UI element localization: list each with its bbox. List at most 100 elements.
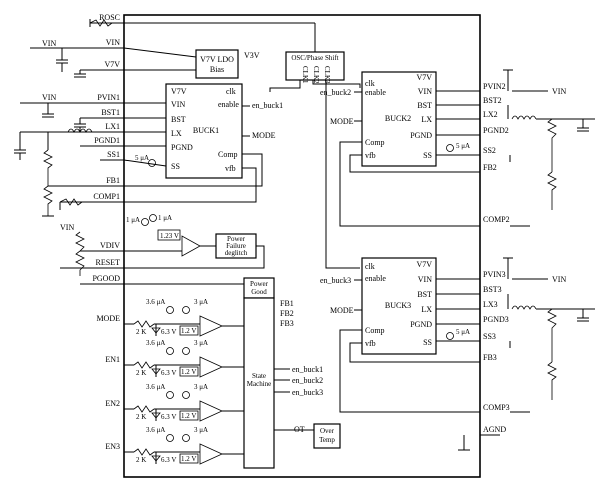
buck3-title: BUCK3: [385, 301, 411, 310]
pin-v7v: V7V: [104, 60, 120, 69]
pin-pvin3: PVIN3: [483, 270, 506, 279]
pin-bst2: BST2: [483, 96, 502, 105]
buck1-ss-source-icon: [148, 159, 156, 167]
buck2-vfb: vfb: [365, 151, 376, 160]
en1-pull-source-icon: [166, 347, 174, 355]
en3-hys-label: 3 μA: [194, 426, 208, 434]
en2-zener-icon: [151, 412, 161, 419]
right-pin-labels: PVIN2 BST2 LX2 PGND2 SS2 FB2 COMP2 PVIN3…: [483, 82, 510, 434]
buck1-clk: clk: [226, 87, 236, 96]
pg-line1: Power: [250, 280, 269, 288]
pin-bst3: BST3: [483, 285, 502, 294]
pin-ss2: SS2: [483, 146, 496, 155]
pf-ref: 1.23 V: [160, 232, 179, 240]
buck2-title: BUCK2: [385, 114, 411, 123]
pin-comp3: COMP3: [483, 403, 510, 412]
buck1-bst: BST: [171, 115, 186, 124]
buck2-ss: SS: [423, 151, 432, 160]
en2-hys-source-icon: [182, 391, 190, 399]
en3-zener-label: 6.3 V: [161, 456, 176, 464]
buck2-ss-source-icon: [446, 144, 454, 152]
en2-pull-source-icon: [166, 391, 174, 399]
buck1-vin: VIN: [171, 100, 185, 109]
en3-ref-label: 1.2 V: [181, 455, 196, 463]
pin-bst1: BST1: [101, 108, 120, 117]
pin-lx3: LX3: [483, 300, 498, 309]
pin-pgnd1: PGND1: [94, 136, 120, 145]
en1-series-resistor: [133, 361, 155, 369]
pin-mode: MODE: [96, 314, 120, 323]
buck2-en-label: en_buck2: [320, 88, 351, 97]
en2-series-resistor: [133, 405, 155, 413]
buck3-comp: Comp: [365, 326, 385, 335]
pf-title2: Failure: [226, 242, 246, 250]
pin-en3: EN3: [105, 442, 120, 451]
buck1-en-label: en_buck1: [252, 101, 283, 110]
buck2-vin: VIN: [418, 87, 432, 96]
en1-r-label: 2 K: [136, 369, 146, 377]
buck3-mode-label: MODE: [330, 306, 354, 315]
left-pin-labels: ROSC VIN V7V PVIN1 BST1 LX1 PGND1 SS1 FB…: [92, 13, 120, 451]
buck1-pgnd: PGND: [171, 143, 193, 152]
en3-zener-icon: [151, 455, 161, 462]
buck3-enable: enable: [365, 274, 386, 283]
buck1-mode-label: MODE: [252, 131, 276, 140]
pg-line2: Good: [251, 288, 267, 296]
sm-out1: en_buck1: [292, 365, 323, 374]
pin-reset: RESET: [96, 258, 121, 267]
mode-hys-label: 3 μA: [194, 298, 208, 306]
sm-line2: Machine: [247, 380, 272, 388]
left-pin-stubs: [20, 22, 134, 453]
buck3-vin: VIN: [418, 275, 432, 284]
pin-ss3: SS3: [483, 332, 496, 341]
buck1-comp: Comp: [218, 150, 238, 159]
buck1-block: BUCK1 V7V VIN BST LX PGND SS clk enable …: [123, 83, 283, 203]
en3-r-label: 2 K: [136, 456, 146, 464]
mode-comparator-icon: [199, 315, 223, 337]
buck1-enable: enable: [218, 100, 239, 109]
power-fail-section: 1 μA 1 μA 1.23 V Power Failure deglitch: [124, 214, 265, 269]
buck3-ss: SS: [423, 338, 432, 347]
osc-title: OSC/Phase Shift: [291, 54, 338, 62]
pin-fb1: FB1: [106, 176, 120, 185]
pg-fb1: FB1: [280, 299, 294, 308]
en2-zener-label: 6.3 V: [161, 413, 176, 421]
en1-hys-label: 3 μA: [194, 339, 208, 347]
pin-ss1: SS1: [107, 150, 120, 159]
mode-series-resistor: [133, 320, 155, 328]
buck2-lx: LX: [421, 115, 432, 124]
en1-zener-label: 6.3 V: [161, 369, 176, 377]
en3-pull-source-icon: [166, 434, 174, 442]
state-machine-block: State Machine en_buck1 en_buck2 en_buck3…: [243, 297, 323, 469]
buck3-lx: LX: [421, 305, 432, 314]
ext-vin-right3: VIN: [552, 275, 566, 284]
pf-title3: deglitch: [225, 249, 248, 257]
buck3-ss-source-icon: [446, 332, 454, 340]
buck2-enable: enable: [365, 88, 386, 97]
pf-i1: 1 μA: [126, 216, 140, 224]
pin-pvin2: PVIN2: [483, 82, 506, 91]
mode-zener-icon: [151, 327, 161, 334]
buck2-pgnd: PGND: [410, 131, 432, 140]
ot-line1: Over: [320, 427, 335, 435]
pin-vdiv: VDIV: [100, 241, 120, 250]
pf-comparator-icon: [181, 235, 201, 257]
sm-out3: en_buck3: [292, 388, 323, 397]
en2-hys-label: 3 μA: [194, 383, 208, 391]
pg-fb2: FB2: [280, 309, 294, 318]
en3-pull-label: 3.6 μA: [146, 426, 165, 434]
ext-vin-right2: VIN: [552, 87, 566, 96]
pf-source2-icon: [149, 214, 157, 222]
buck2-ss-current: 5 μA: [456, 142, 470, 150]
ldo-block: V7V LDO Bias V3V: [123, 47, 260, 79]
buck2-block: BUCK2 clk enable Comp vfb V7V VIN BST LX…: [320, 71, 480, 227]
en3-hys-source-icon: [182, 434, 190, 442]
pf-source1-icon: [141, 218, 149, 226]
ext-vin-left2: VIN: [42, 93, 56, 102]
enable-input-comparators: 2 K 6.3 V 3.6 μA 3 μA 1.2 V 2 K 6.3 V 3.6 μA 3 μ…: [133, 298, 244, 465]
buck1-vfb: vfb: [225, 164, 236, 173]
buck3-clk: clk: [365, 262, 375, 271]
buck2-v7v: V7V: [416, 73, 432, 82]
en2-pull-label: 3.6 μA: [146, 383, 165, 391]
